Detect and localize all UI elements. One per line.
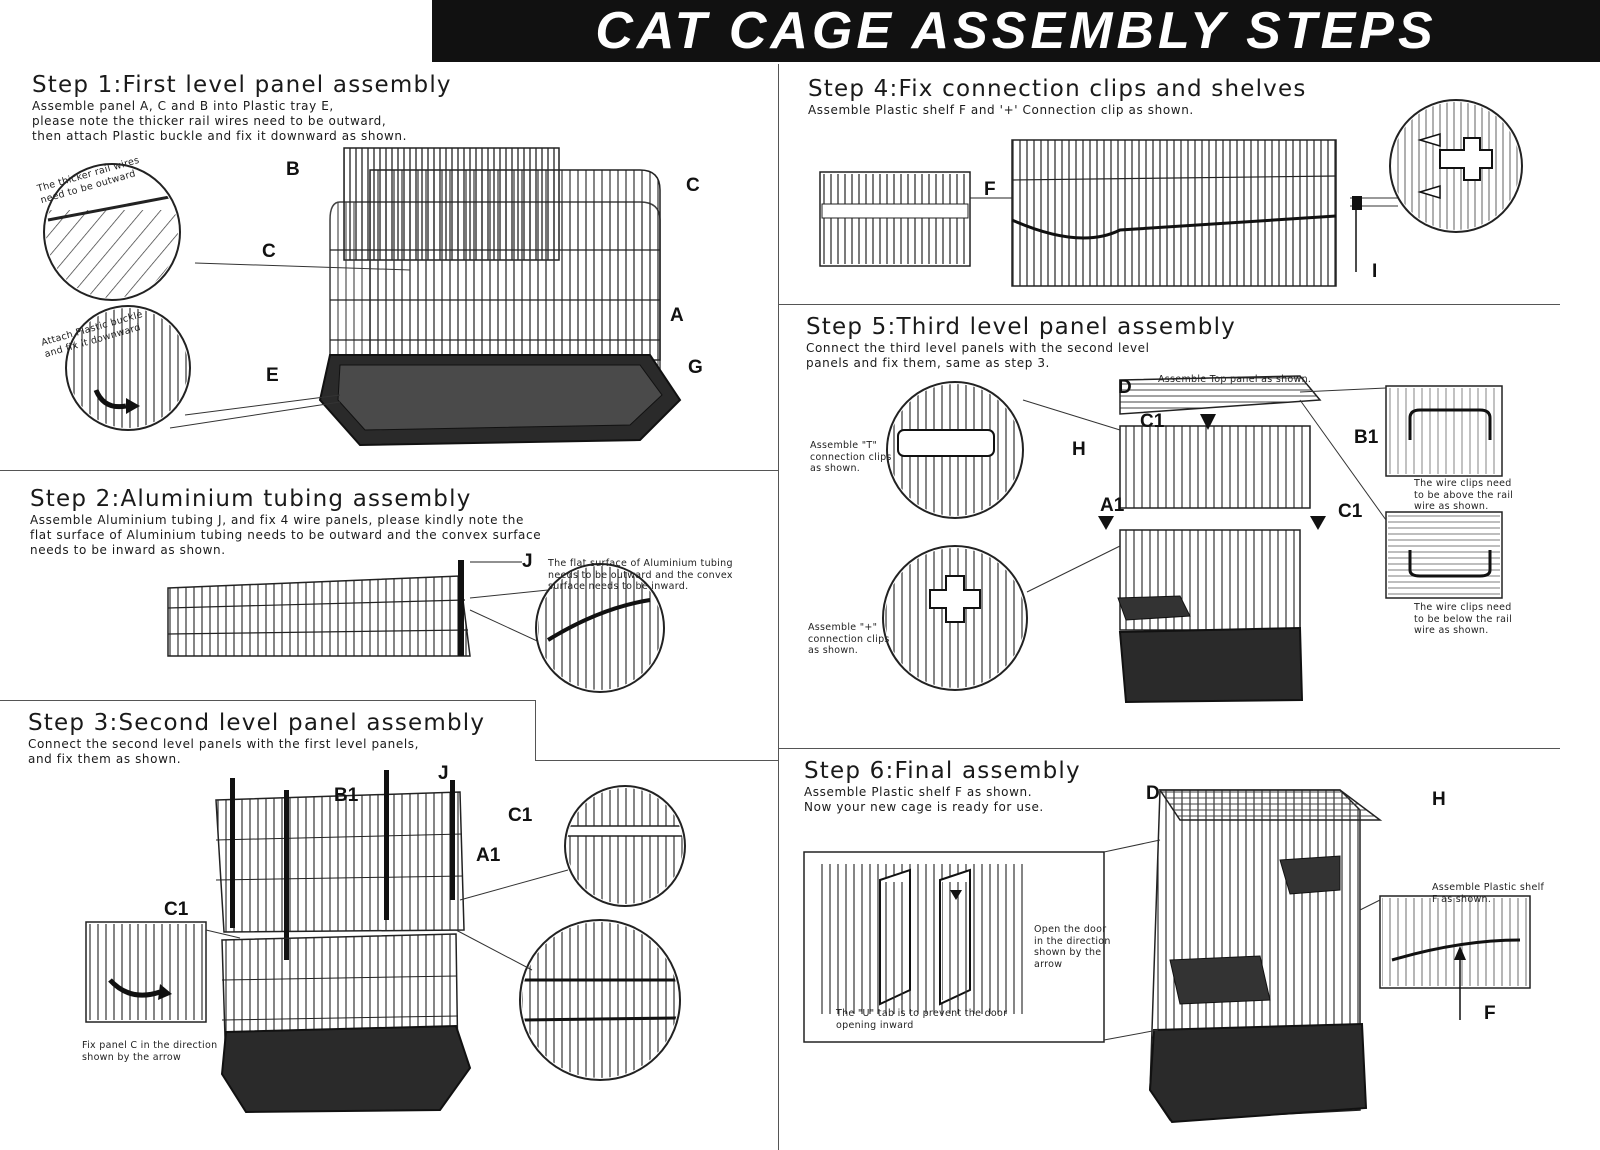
note-line: shown by the: [1034, 947, 1102, 958]
step-desc-line: needs to be inward as shown.: [30, 543, 226, 557]
note-line: Assemble "+": [808, 622, 878, 633]
part-label-f: F: [1484, 1003, 1496, 1024]
part-label-c: C: [262, 241, 276, 262]
part-label-b: B: [286, 159, 300, 180]
note-flat-surface: The flat surface of Aluminium tubing nee…: [548, 558, 733, 593]
divider-step5-step6: [778, 748, 1560, 749]
step-desc-line: and fix them as shown.: [28, 752, 182, 766]
part-label-d: D: [1146, 783, 1160, 804]
step1-cage-illustration: [43, 147, 682, 447]
step-desc-line: then attach Plastic buckle and fix it do…: [32, 129, 408, 143]
step-6: Step 6:Final assembly Assemble Plastic s…: [804, 758, 1081, 814]
note-line: wire as shown.: [1414, 501, 1489, 512]
note-top-panel: Assemble Top panel as shown.: [1158, 374, 1312, 385]
note-shelf-f: Assemble Plastic shelf F as shown.: [1432, 882, 1544, 905]
note-fix-panel-c: Fix panel C in the direction shown by th…: [82, 1040, 217, 1063]
part-label-c1: C1: [1338, 501, 1363, 522]
note-line: F as shown.: [1432, 893, 1492, 905]
note-below-rail: The wire clips need to be below the rail…: [1414, 602, 1512, 637]
note-line: as shown.: [808, 645, 859, 656]
note-line: The wire clips need: [1414, 478, 1512, 489]
note-line: The flat surface of Aluminium tubing: [548, 558, 733, 569]
part-label-c: C: [686, 175, 700, 196]
step-2: Step 2:Aluminium tubing assembly Assembl…: [30, 486, 541, 557]
note-line: Assemble "T": [810, 440, 878, 451]
note-above-rail: The wire clips need to be above the rail…: [1414, 478, 1513, 513]
divider-center: [778, 64, 779, 1150]
note-line: arrow: [1034, 958, 1063, 970]
part-label-c1: C1: [508, 805, 533, 826]
step-desc-line: please note the thicker rail wires need …: [32, 114, 387, 128]
step-1: Step 1:First level panel assembly Assemb…: [32, 72, 452, 143]
note-line: connection clips: [808, 633, 890, 645]
note-line: shown by the arrow: [82, 1051, 182, 1063]
note-line: in the direction: [1034, 935, 1111, 947]
note-line: wire as shown.: [1414, 625, 1489, 636]
note-line: connection clips: [810, 451, 892, 463]
note-line: as shown.: [810, 463, 861, 474]
step-3: Step 3:Second level panel assembly Conne…: [28, 710, 485, 766]
step-title: Step 6:Final assembly: [804, 758, 1081, 784]
step-desc-line: flat surface of Aluminium tubing needs t…: [30, 528, 542, 542]
note-line: surface needs to be inward.: [548, 581, 689, 592]
step-desc-line: Now your new cage is ready for use.: [804, 800, 1044, 814]
note-plus-clip: Assemble "+" connection clips as shown.: [808, 622, 890, 657]
step2-tubing-illustration: [167, 560, 665, 693]
step-desc-line: Assemble panel A, C and B into Plastic t…: [32, 99, 334, 113]
step-desc-line: Connect the second level panels with the…: [28, 737, 420, 751]
part-label-a1: A1: [476, 845, 501, 866]
step-desc-line: panels and fix them, same as step 3.: [806, 356, 1050, 370]
step-title: Step 2:Aluminium tubing assembly: [30, 486, 472, 512]
part-label-h: H: [1072, 439, 1086, 460]
divider-step1-step2: [0, 470, 778, 471]
note-u-tab: The "U" tab is to prevent the door openi…: [836, 1008, 1007, 1031]
divider-step3-bracket-bottom: [535, 760, 778, 761]
divider-step4-step5: [778, 304, 1560, 305]
part-label-b1: B1: [334, 785, 359, 806]
divider-step3-bracket: [535, 700, 536, 760]
divider-step2-step3: [0, 700, 535, 701]
part-label-j: J: [522, 551, 533, 572]
note-line: Assemble Plastic shelf: [1432, 882, 1545, 893]
part-label-d: D: [1118, 377, 1132, 398]
part-label-g: G: [688, 357, 703, 378]
note-line: to be above the rail: [1414, 489, 1514, 501]
step-desc-line: Assemble Aluminium tubing J, and fix 4 w…: [30, 513, 524, 527]
step-title: Step 1:First level panel assembly: [32, 72, 452, 98]
part-label-j: J: [438, 763, 449, 784]
part-label-f: F: [984, 179, 996, 200]
note-line: The "U" tab is to prevent the door: [836, 1008, 1008, 1019]
part-label-c1: C1: [164, 899, 189, 920]
note-line: opening inward: [836, 1019, 914, 1031]
part-label-i: I: [1372, 261, 1378, 282]
note-line: needs to be outward and the convex: [548, 569, 733, 581]
part-label-a1: A1: [1100, 495, 1125, 516]
note-line: Open the door: [1034, 924, 1107, 935]
step-4: Step 4:Fix connection clips and shelves …: [808, 76, 1307, 117]
part-label-b1: B1: [1354, 427, 1379, 448]
page-title: CAT CAGE ASSEMBLY STEPS: [595, 2, 1437, 60]
step-title: Step 3:Second level panel assembly: [28, 710, 486, 736]
title-banner: CAT CAGE ASSEMBLY STEPS: [432, 0, 1600, 62]
part-label-c1: C1: [1140, 411, 1165, 432]
step-desc-line: Assemble Plastic shelf F and '+' Connect…: [808, 103, 1194, 117]
note-t-clip: Assemble "T" connection clips as shown.: [810, 440, 892, 475]
step6-cage-illustration: [803, 789, 1531, 1124]
step-title: Step 5:Third level panel assembly: [806, 314, 1236, 340]
step-desc-line: Assemble Plastic shelf F as shown.: [804, 785, 1033, 799]
note-open-door: Open the door in the direction shown by …: [1034, 924, 1111, 970]
part-label-h: H: [1432, 789, 1446, 810]
step-title: Step 4:Fix connection clips and shelves: [808, 76, 1307, 102]
step5-cage-illustration: [882, 375, 1503, 704]
step3-cage-illustration: [85, 770, 686, 1114]
part-label-a: A: [670, 305, 684, 326]
note-line: to be below the rail: [1414, 613, 1513, 625]
step-desc-line: Connect the third level panels with the …: [806, 341, 1150, 355]
step-5: Step 5:Third level panel assembly Connec…: [806, 314, 1236, 370]
part-label-e: E: [266, 365, 279, 386]
note-line: The wire clips need: [1414, 602, 1512, 613]
note-line: Fix panel C in the direction: [82, 1040, 218, 1051]
step4-clips-illustration: [819, 99, 1523, 287]
